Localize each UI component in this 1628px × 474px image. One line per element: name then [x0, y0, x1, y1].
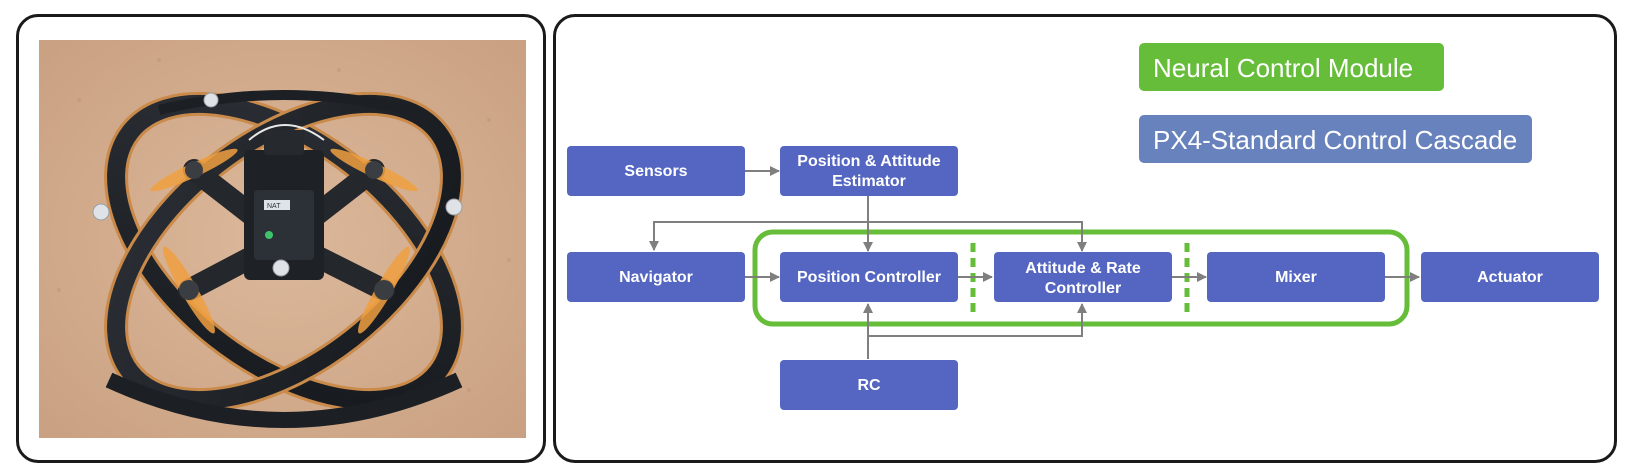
legend-standard-label: PX4-Standard Control Cascade	[1153, 125, 1517, 155]
block-rc-label: RC	[857, 377, 881, 394]
legend-neural-swatch	[1139, 43, 1444, 91]
block-attitude-rate-controller: Attitude & Rate Controller	[994, 252, 1172, 302]
block-estimator-label-line1: Position & Attitude	[797, 153, 940, 170]
motors	[179, 161, 394, 300]
legend-neural-label: Neural Control Module	[1153, 53, 1413, 83]
connections	[649, 166, 1420, 359]
legend-standard-swatch	[1139, 115, 1532, 163]
block-position-controller-label: Position Controller	[797, 269, 941, 286]
block-position-controller: Position Controller	[780, 252, 958, 302]
block-attitude-rate-label-line1: Attitude & Rate	[1025, 260, 1141, 277]
drone-body: NAT	[244, 124, 325, 280]
arrow-rc-attitude	[868, 303, 1087, 337]
block-navigator-label: Navigator	[619, 269, 693, 286]
block-estimator-label-line2: Estimator	[832, 173, 906, 190]
legend: Neural Control Module PX4-Standard Contr…	[1139, 43, 1532, 163]
block-sensors: Sensors	[567, 146, 745, 196]
block-mixer: Mixer	[1207, 252, 1385, 302]
block-navigator: Navigator	[567, 252, 745, 302]
block-mixer-label: Mixer	[1275, 269, 1317, 286]
block-actuator-label: Actuator	[1477, 269, 1543, 286]
block-estimator: Position & Attitude Estimator	[780, 146, 958, 196]
block-actuator: Actuator	[1421, 252, 1599, 302]
block-rc: RC	[780, 360, 958, 410]
motion-capture-markers	[92, 92, 463, 277]
board-label: NAT	[267, 203, 281, 210]
drone-photo: NAT	[39, 40, 526, 438]
block-sensors-label: Sensors	[624, 163, 687, 180]
block-attitude-rate-label-line2: Controller	[1045, 280, 1121, 297]
photo-panel: NAT	[16, 14, 546, 463]
